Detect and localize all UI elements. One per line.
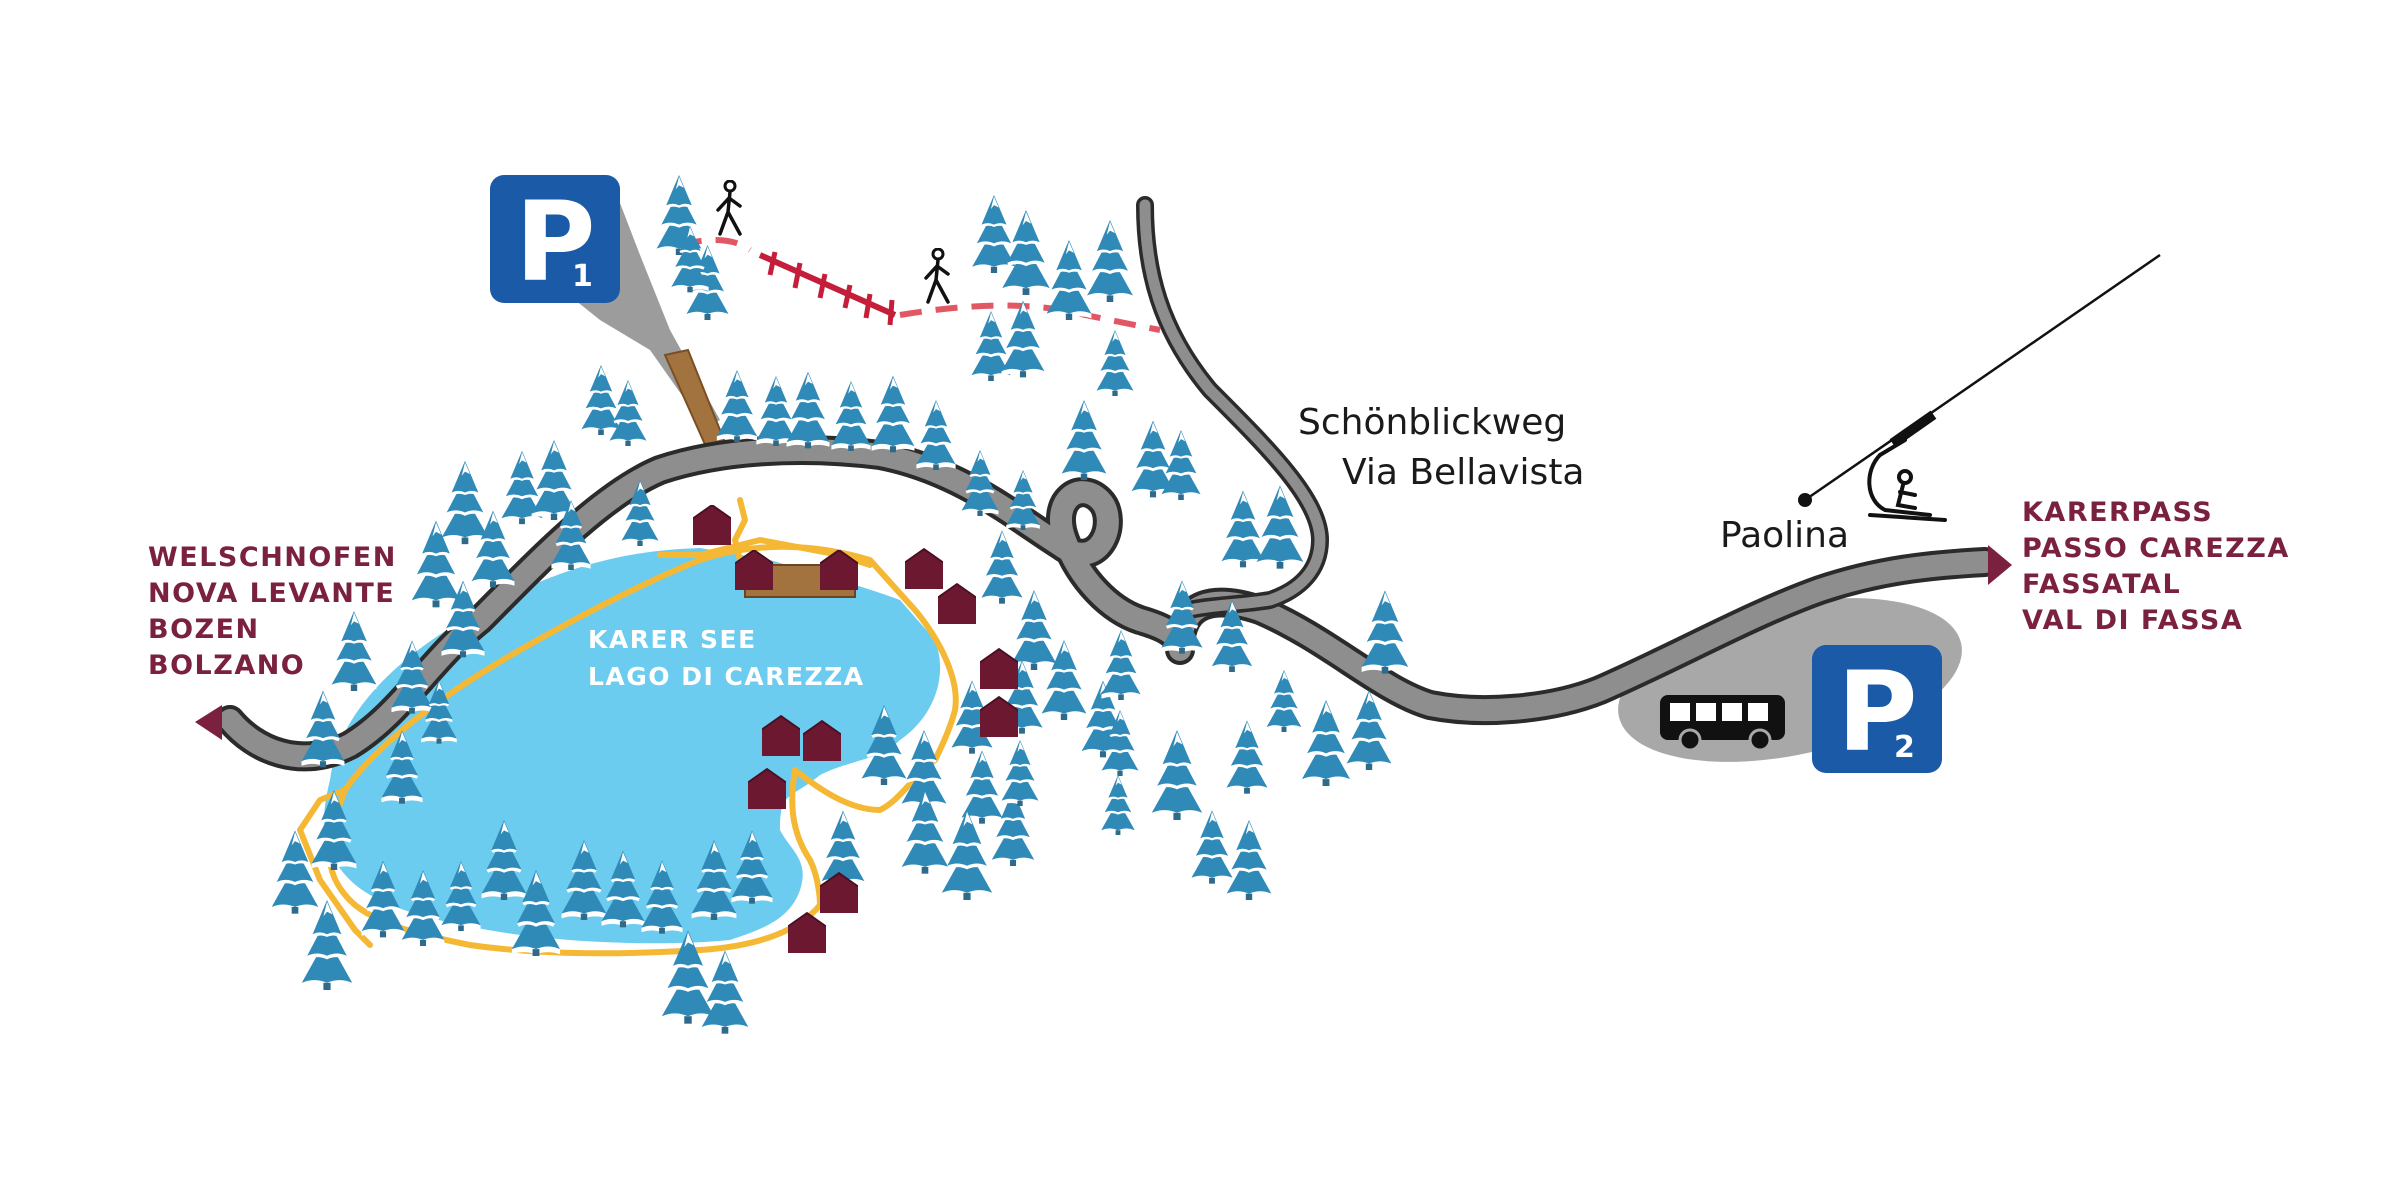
tree-icon	[1001, 740, 1039, 806]
tree-icon	[786, 371, 830, 449]
west-destinations[interactable]: WELSCHNOFEN NOVA LEVANTE BOZEN BOLZANO	[148, 542, 397, 681]
tree-icon	[1001, 300, 1045, 378]
tree-icon	[981, 530, 1023, 604]
tree-icon	[1087, 220, 1133, 302]
hiker-icon	[716, 180, 742, 236]
arrow-right-icon[interactable]	[1988, 545, 2012, 585]
lake-name-de: KARER SEE	[588, 625, 757, 654]
lake-name-it: LAGO DI CAREZZA	[588, 662, 865, 691]
tree-icon	[716, 370, 758, 442]
tree-icon	[1046, 240, 1092, 320]
dest-fassatal: FASSATAL	[2022, 569, 2181, 600]
parking-letter: P	[515, 178, 596, 306]
cabin-icon	[693, 505, 731, 545]
tree-icon	[271, 830, 319, 914]
tree-icon	[1361, 590, 1409, 674]
tree-icon	[831, 381, 871, 451]
tree-icon	[1101, 630, 1141, 700]
tree-icon	[916, 400, 956, 470]
bus-icon	[1660, 695, 1785, 752]
tree-icon	[1346, 690, 1392, 770]
tree-icon	[301, 690, 345, 768]
tree-icon	[756, 376, 796, 446]
schoenblickweg-road	[1136, 196, 1330, 619]
tree-icon	[1191, 810, 1233, 884]
tree-icon	[1101, 775, 1135, 835]
cabin-icon	[788, 912, 826, 954]
tree-icon	[441, 460, 489, 545]
tree-icon	[701, 950, 749, 1034]
parking-sign-2[interactable]: P 2	[1812, 645, 1942, 776]
tree-icon	[1226, 820, 1272, 900]
dest-passo-carezza: PASSO CAREZZA	[2022, 533, 2290, 564]
hiker-icon	[924, 248, 950, 304]
main-road	[215, 435, 2000, 772]
tree-icon	[1266, 670, 1302, 732]
parking-number: 2	[1894, 730, 1915, 765]
east-destinations[interactable]: KARERPASS PASSO CAREZZA FASSATAL VAL DI …	[2022, 497, 2290, 636]
tree-icon	[1301, 700, 1351, 786]
parking-sign-1[interactable]: P 1	[490, 175, 620, 306]
tree-icon	[1151, 730, 1203, 820]
dest-karerpass: KARERPASS	[2022, 497, 2213, 528]
dest-bozen: BOZEN	[148, 614, 260, 645]
cabin-icon	[938, 583, 976, 625]
road-label-de: Schönblickweg	[1298, 402, 1566, 443]
tree-icon	[1096, 330, 1134, 396]
tree-icon	[1221, 490, 1265, 568]
tree-icon	[331, 611, 377, 691]
chairlift-icon	[1867, 438, 1947, 522]
dest-bolzano: BOLZANO	[148, 650, 305, 681]
tree-icon	[871, 375, 915, 453]
tree-icon	[661, 930, 715, 1024]
parking-number: 1	[572, 259, 593, 294]
parking-letter: P	[1837, 648, 1918, 776]
tree-icon	[609, 380, 647, 446]
cabin-icon	[905, 548, 943, 590]
lift-station-label: Paolina	[1720, 515, 1849, 556]
footpath	[679, 237, 1161, 333]
road-label-it: Via Bellavista	[1342, 452, 1585, 493]
tree-icon	[581, 365, 621, 435]
tree-icon	[1002, 210, 1050, 295]
cabin-icon	[980, 648, 1018, 690]
arrow-left-icon[interactable]	[195, 705, 222, 740]
chairlift	[1798, 253, 2161, 507]
tree-icon	[1226, 720, 1268, 794]
tree-icon	[1011, 590, 1057, 670]
cabins	[693, 505, 1018, 954]
dest-val-di-fassa: VAL DI FASSA	[2022, 605, 2243, 636]
dest-nova-levante: NOVA LEVANTE	[148, 578, 395, 609]
dest-welschnofen: WELSCHNOFEN	[148, 542, 397, 573]
tree-icon	[1061, 400, 1107, 480]
